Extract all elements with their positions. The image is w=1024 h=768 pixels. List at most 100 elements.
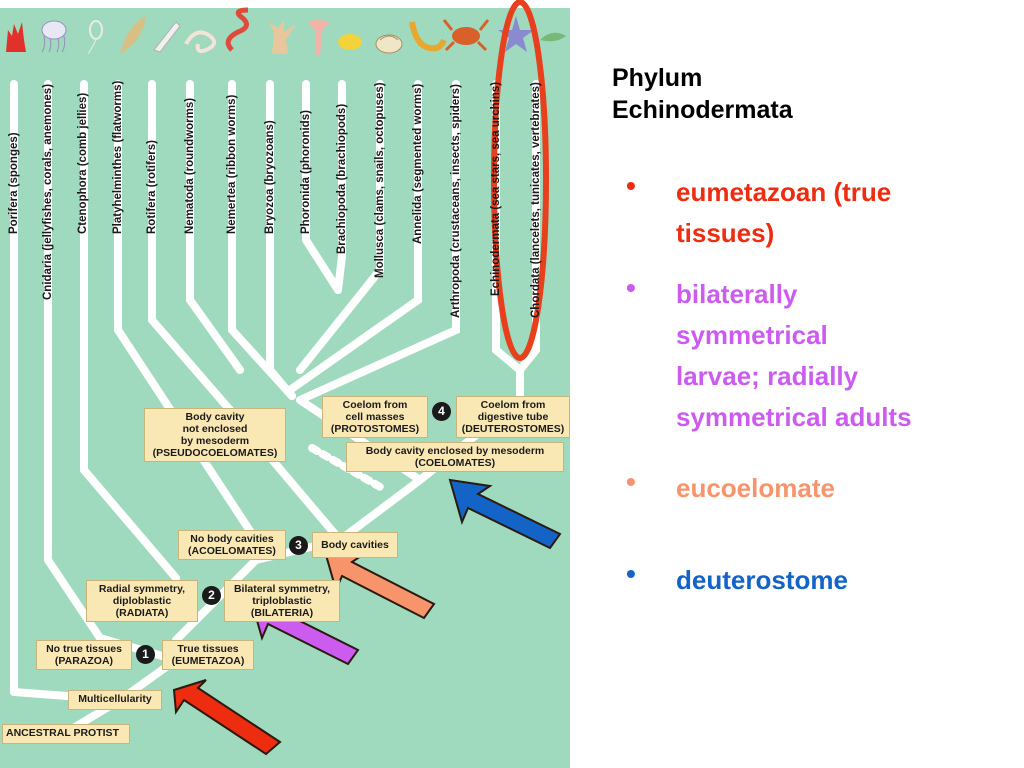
node-bilateral-symmetry-line2: triploblastic <box>252 595 312 607</box>
node-true-tissues: True tissues (EUMETAZOA) <box>162 640 254 670</box>
comb-jelly-icon <box>87 20 103 55</box>
ribbon-worm-icon <box>225 7 249 52</box>
bullet-bilaterally-line4: symmetrical adults <box>676 402 912 432</box>
node-pseudocoelomates-line3: by mesoderm <box>180 435 250 447</box>
node-bilateral-symmetry: Bilateral symmetry, triploblastic (BILAT… <box>224 580 340 622</box>
bullet-deuterostome-line1: deuterostome <box>676 565 848 595</box>
node-pseudocoelomates: Body cavity not enclosed by mesoderm (PS… <box>144 408 286 462</box>
node-multicellularity: Multicellularity <box>68 690 162 710</box>
branch-rotifera <box>148 80 234 414</box>
snail-icon <box>375 34 403 54</box>
node-radial-symmetry-line2: diploblastic <box>112 595 172 607</box>
node-protostomes-line3: (PROTOSTOMES) <box>330 423 420 435</box>
phylum-label-porifera: Porifera (sponges) <box>8 132 20 234</box>
phoronid-icon <box>308 20 330 56</box>
phylum-label-brachiopoda: Brachiopoda (brachiopods) <box>336 103 348 254</box>
bullet-eumetazoan-line2: tissues) <box>676 218 775 248</box>
jellyfish-icon <box>41 20 67 53</box>
crab-icon <box>442 19 490 52</box>
branch-annelida <box>286 80 422 394</box>
slide-title-line2: Echinodermata <box>612 96 793 124</box>
node-ancestral-protist: ANCESTRAL PROTIST <box>2 724 130 744</box>
node-no-body-cavities-line1: No body cavities <box>190 533 274 545</box>
node-true-tissues-line2: (EUMETAZOA) <box>171 655 245 667</box>
node-deuterostomes-line3: (DEUTEROSTOMES) <box>461 423 565 435</box>
phylum-label-platyhelminthes: Platyhelminthes (flatworms) <box>112 80 124 234</box>
node-bilateral-symmetry-line1: Bilateral symmetry, <box>233 583 331 595</box>
node-protostomes-line2: cell masses <box>345 411 405 423</box>
chordate-icon <box>540 32 566 42</box>
node-radial-symmetry: Radial symmetry, diploblastic (RADIATA) <box>86 580 198 622</box>
rotifer-icon <box>153 21 181 53</box>
flatworm-icon <box>120 16 146 54</box>
node-coelomates-line2: (COELOMATES) <box>414 457 496 469</box>
node-coelomates-line1: Body cavity enclosed by mesoderm <box>365 445 545 457</box>
branch-ctenophora <box>80 80 180 582</box>
arrow-red <box>172 679 282 756</box>
node-no-body-cavities: No body cavities (ACOELOMATES) <box>178 530 286 560</box>
phylum-label-rotifera: Rotifera (rotifers) <box>146 140 158 234</box>
phylum-label-bryozoa: Bryozoa (bryozoans) <box>264 120 276 234</box>
node-no-true-tissues: No true tissues (PARAZOA) <box>36 640 132 670</box>
branch-phoronida <box>302 80 342 294</box>
node-radial-symmetry-line1: Radial symmetry, <box>98 583 186 595</box>
phylum-label-nemertea: Nemertea (ribbon worms) <box>226 94 238 234</box>
bullet-dot-icon: • <box>626 170 636 201</box>
bullet-bilaterally-line2: symmetrical <box>676 320 828 350</box>
phylum-label-chordata: Chordata (lancelets, tunicates, vertebra… <box>530 82 542 318</box>
brachiopod-icon <box>338 34 362 50</box>
node-multicellularity-text: Multicellularity <box>78 693 152 705</box>
node-pseudocoelomates-line2: not enclosed <box>182 423 248 435</box>
phylum-label-mollusca: Mollusca (clams, snails, octopuses) <box>374 82 386 278</box>
node-no-true-tissues-line2: (PARAZOA) <box>54 655 114 667</box>
node-radial-symmetry-line3: (RADIATA) <box>115 607 169 619</box>
bullet-bilaterally-line3: larvae; radially <box>676 361 859 391</box>
bullet-dot-icon: • <box>626 272 636 303</box>
branch-cnidaria <box>44 80 104 642</box>
phylum-label-annelida: Annelida (segmented worms) <box>412 83 424 244</box>
slide-title-line1: Phylum <box>612 64 703 92</box>
bullet-dot-icon: • <box>626 558 636 589</box>
phylum-label-ctenophora: Ctenophora (comb jellies) <box>77 92 89 234</box>
branch-coelomate-stem <box>336 476 424 544</box>
node-pseudocoelomates-line4: (PSEUDOCOELOMATES) <box>152 447 278 459</box>
bullet-bilaterally-symmetrical-text: bilaterally symmetrical larvae; radially… <box>676 274 912 438</box>
bullet-eucoelomate-line1: eucoelomate <box>676 473 835 503</box>
branch-chordata <box>516 80 540 374</box>
bullet-eucoelomate-text: eucoelomate <box>676 468 835 509</box>
node-deuterostomes: Coelom from digestive tube (DEUTEROSTOME… <box>456 396 570 438</box>
node-number-1: 1 <box>136 645 155 664</box>
arrow-blue <box>448 478 562 550</box>
node-body-cavities: Body cavities <box>312 532 398 558</box>
phylum-label-arthropoda: Arthropoda (crustaceans, insects, spider… <box>450 84 462 318</box>
node-number-3: 3 <box>289 536 308 555</box>
roundworm-icon <box>184 30 217 54</box>
branch-nematoda <box>186 80 244 374</box>
node-number-2: 2 <box>202 586 221 605</box>
phylum-label-phoronida: Phoronida (phoronids) <box>300 110 312 234</box>
node-deuterostomes-line1: Coelom from <box>480 399 546 411</box>
phylum-label-echinodermata: Echinodermata (sea stars, sea urchins) <box>490 81 502 296</box>
branch-mollusca <box>296 80 384 374</box>
bullet-eumetazoan-text: eumetazoan (true tissues) <box>676 172 891 254</box>
branch-arthropoda <box>296 80 460 404</box>
segmented-worm-icon <box>409 21 447 52</box>
node-protostomes-line1: Coelom from <box>342 399 408 411</box>
node-ancestral-protist-text: ANCESTRAL PROTIST <box>6 727 119 739</box>
bullet-deuterostome-text: deuterostome <box>676 560 848 601</box>
bullet-dot-icon: • <box>626 466 636 497</box>
sea-star-icon <box>498 16 534 52</box>
branch-platyhelminthes <box>114 80 260 544</box>
node-bilateral-symmetry-line3: (BILATERIA) <box>250 607 314 619</box>
bullet-bilaterally-line1: bilaterally <box>676 279 798 309</box>
node-pseudocoelomates-line1: Body cavity <box>185 411 245 423</box>
node-no-true-tissues-line1: No true tissues <box>46 643 122 655</box>
node-deuterostomes-line2: digestive tube <box>477 411 549 423</box>
node-true-tissues-line1: True tissues <box>177 643 239 655</box>
node-protostomes: Coelom from cell masses (PROTOSTOMES) <box>322 396 428 438</box>
bryozoan-icon <box>268 20 296 54</box>
branch-bryozoa <box>266 80 296 400</box>
node-number-4: 4 <box>432 402 451 421</box>
node-coelomates: Body cavity enclosed by mesoderm (COELOM… <box>346 442 564 472</box>
slide-title: Phylum Echinodermata <box>612 62 872 126</box>
